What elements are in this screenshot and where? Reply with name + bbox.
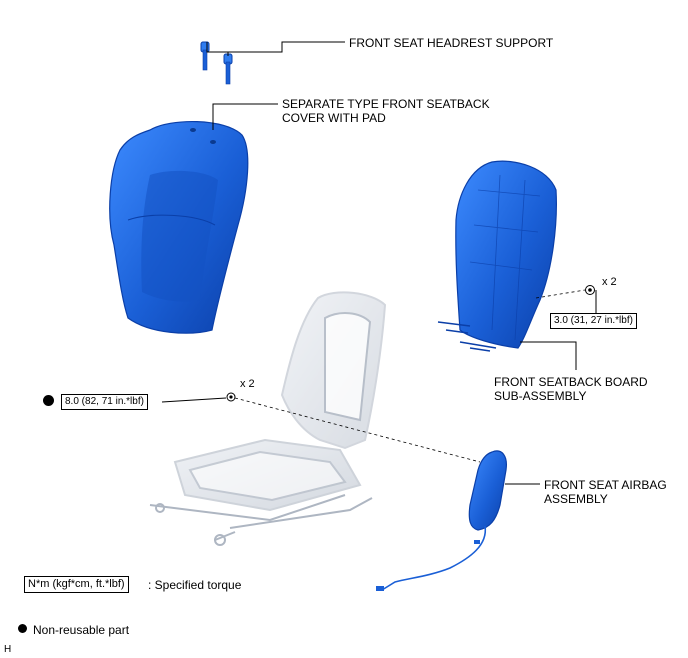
legend-non-reusable-dot xyxy=(18,624,27,633)
headrest-support-label: FRONT SEAT HEADREST SUPPORT xyxy=(349,36,554,50)
board-screw-quantity: x 2 xyxy=(602,276,617,288)
seatback-cover-part xyxy=(109,120,249,334)
legend-torque-desc: : Specified torque xyxy=(148,578,242,592)
legend-non-reusable-label: Non-reusable part xyxy=(33,623,130,637)
corner-code: H xyxy=(4,644,12,655)
airbag-assembly-part xyxy=(376,450,507,591)
leader-lines xyxy=(161,41,597,485)
dashed-guide-lines xyxy=(234,289,586,463)
seatback-board-part xyxy=(437,160,557,352)
headrest-support-part xyxy=(200,41,233,85)
seatback-board-label-line2: SUB-ASSEMBLY xyxy=(494,389,587,403)
airbag-nut-torque-box: 8.0 (82, 71 in.*lbf) xyxy=(61,394,148,410)
seatback-cover-label-line1: SEPARATE TYPE FRONT SEATBACK xyxy=(282,97,490,111)
legend-torque-unit-box: N*m (kgf*cm, ft.*lbf) xyxy=(24,576,129,593)
airbag-label-line2: ASSEMBLY xyxy=(544,492,608,506)
seatback-cover-label-line2: COVER WITH PAD xyxy=(282,111,386,125)
non-reusable-marker xyxy=(43,395,54,406)
board-screw-part xyxy=(585,285,595,295)
seat-frame-part xyxy=(149,291,387,546)
seatback-board-label-line1: FRONT SEATBACK BOARD xyxy=(494,375,648,389)
airbag-nut-part xyxy=(226,392,236,402)
board-screw-torque-box: 3.0 (31, 27 in.*lbf) xyxy=(550,313,637,329)
airbag-label-line1: FRONT SEAT AIRBAG xyxy=(544,478,667,492)
airbag-nut-quantity: x 2 xyxy=(240,378,255,390)
